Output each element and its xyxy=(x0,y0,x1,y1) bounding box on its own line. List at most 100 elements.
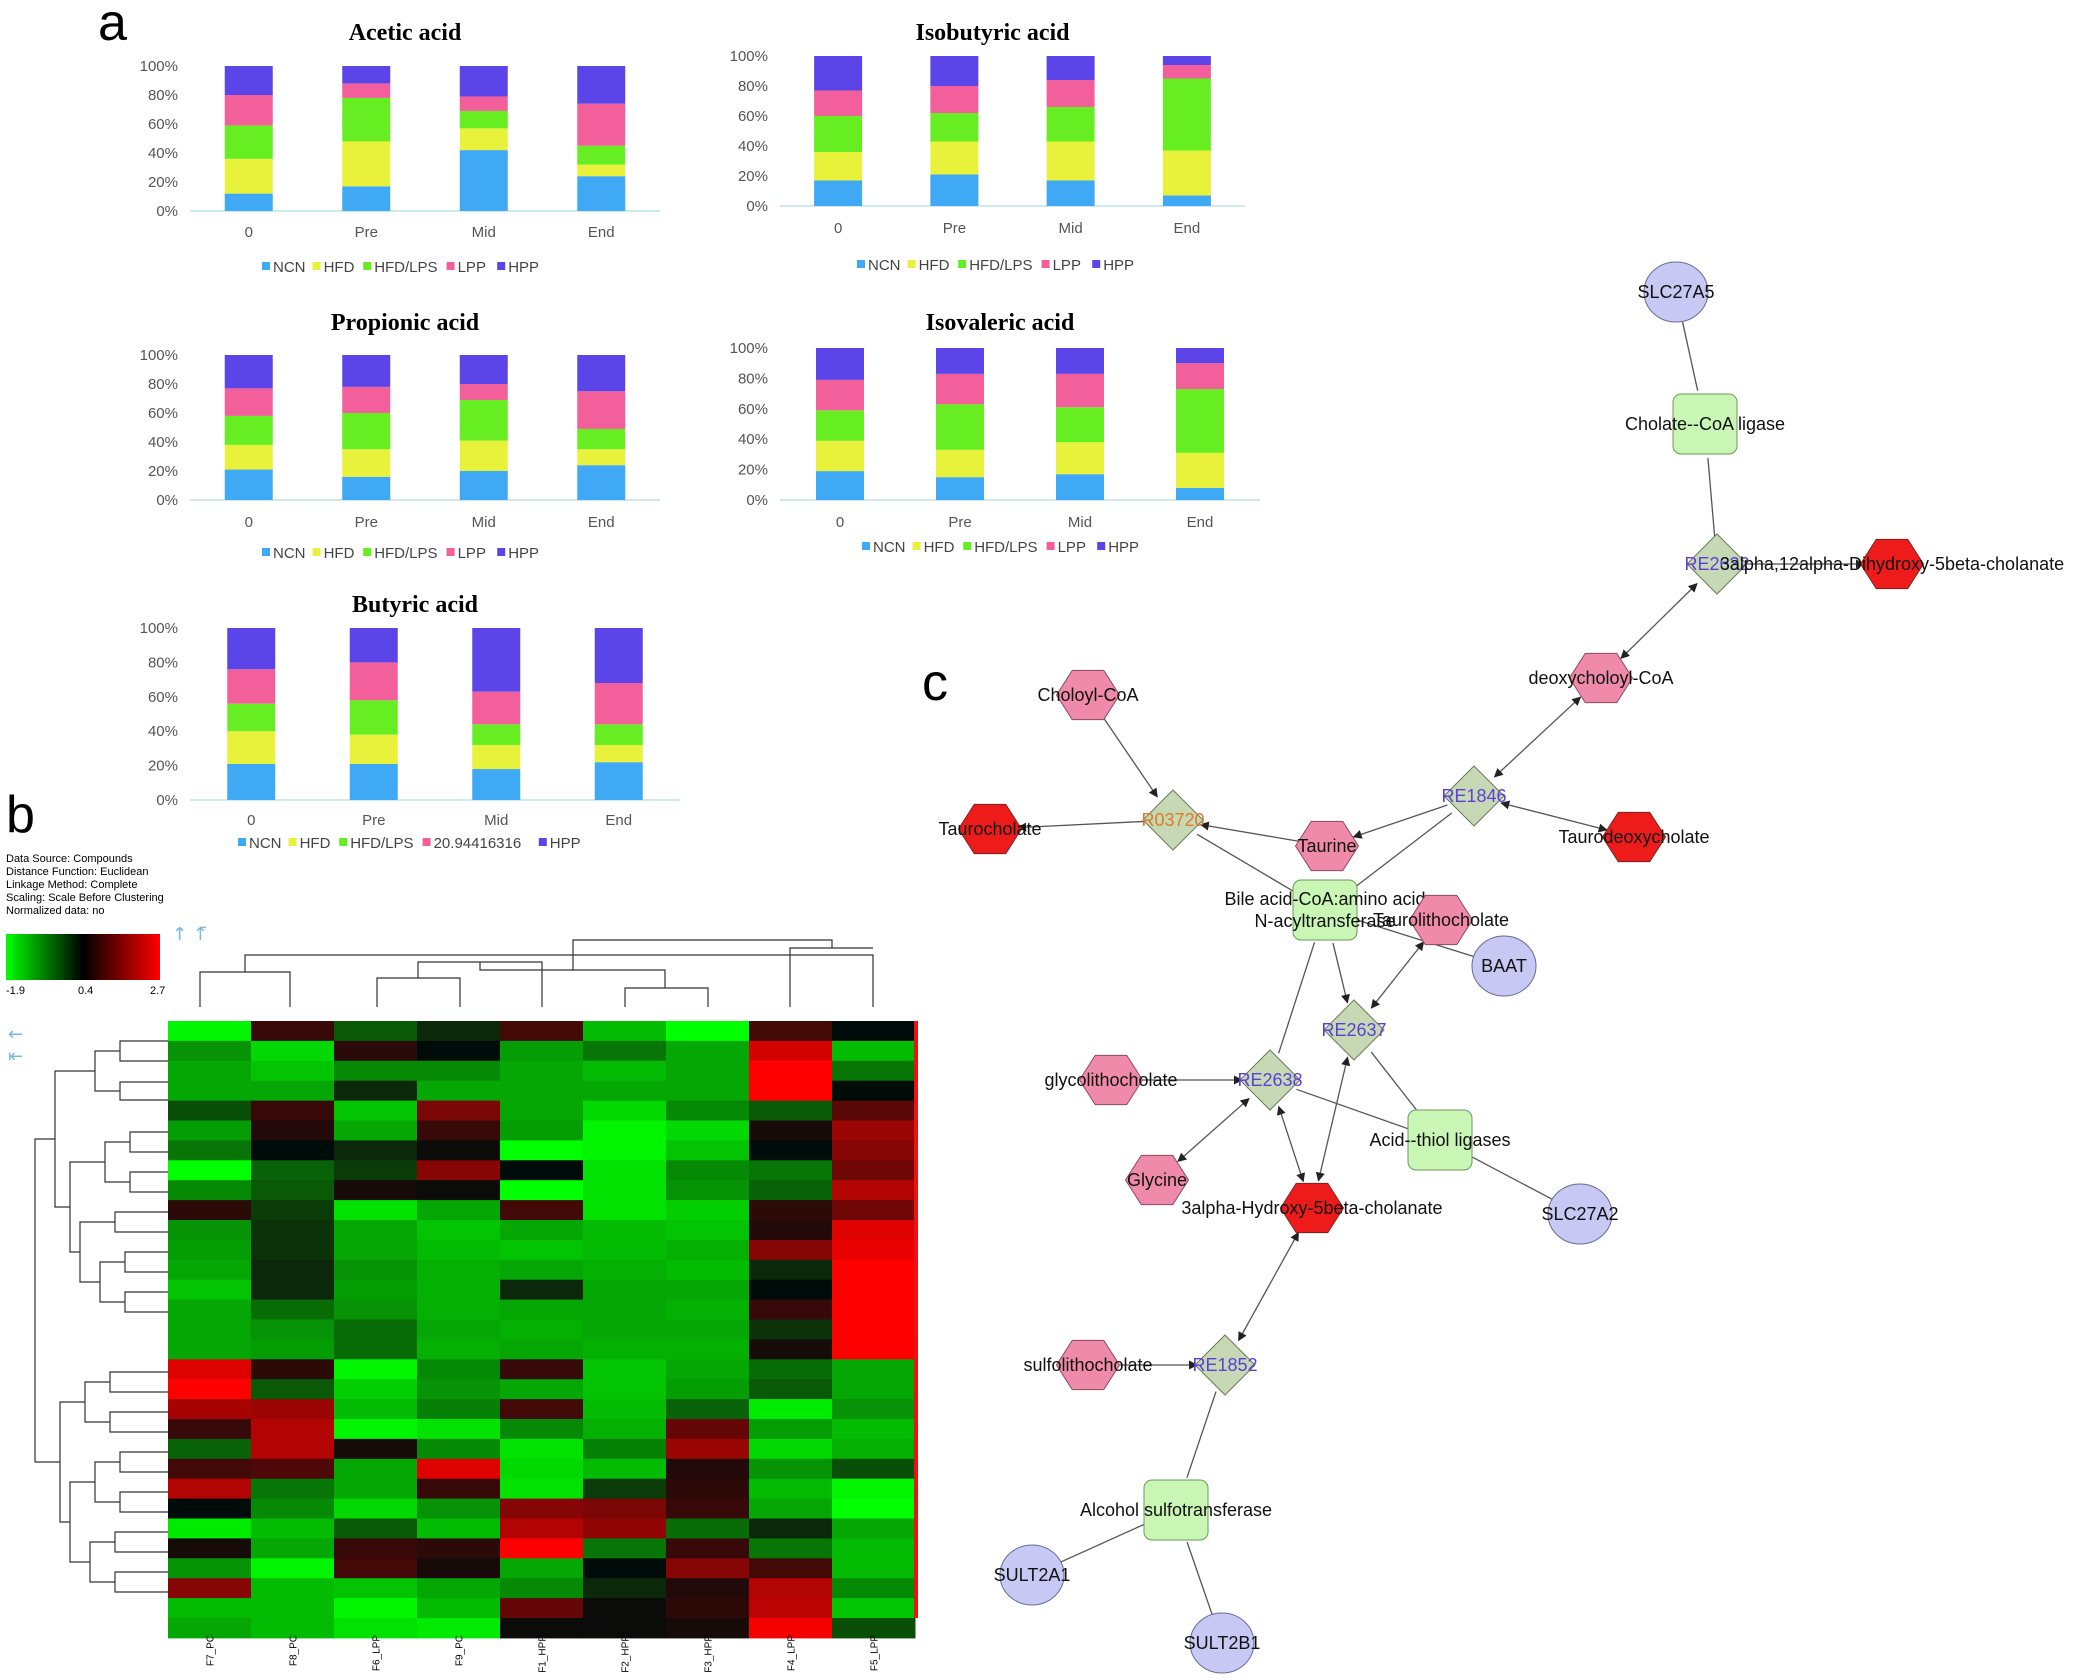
heatmap-cell xyxy=(749,1239,833,1261)
legend-label: HPP xyxy=(508,545,539,562)
node-alcohol-sulfo[interactable]: Alcohol sulfotransferase xyxy=(1080,1479,1272,1541)
heatmap-cell xyxy=(168,1538,252,1559)
heatmap-cell xyxy=(168,1160,252,1181)
edge-deoxycholoyl-coa-re1846 xyxy=(1493,696,1582,778)
heatmap-cell xyxy=(583,1299,667,1320)
bar-segment-hfd xyxy=(224,444,273,470)
info-line-data-source: Data Source: Compounds xyxy=(6,853,133,865)
edge-re2637-hydroxy xyxy=(1315,1056,1351,1182)
heatmap-cell xyxy=(583,1239,667,1261)
node-re2632[interactable]: RE2632 xyxy=(1684,533,1750,595)
node-slc27a5[interactable]: SLC27A5 xyxy=(1637,261,1715,323)
node-slc27a2[interactable]: SLC27A2 xyxy=(1541,1183,1619,1245)
bar-segment-ncn xyxy=(577,176,626,211)
bar-segment-lpp xyxy=(472,691,521,725)
bar-segment-hfd xyxy=(577,449,626,466)
heatmap-cell xyxy=(749,1438,833,1460)
x-tick-label: End xyxy=(1174,220,1201,237)
node-re2638[interactable]: RE2638 xyxy=(1237,1049,1303,1111)
heatmap-column-label: F8_PC xyxy=(289,1635,300,1666)
heatmap-cell xyxy=(251,1498,335,1519)
node-bile-acid-enzyme[interactable]: Bile acid-CoA:amino acidN-acyltransferas… xyxy=(1224,879,1426,941)
node-label: Glycine xyxy=(1127,1170,1187,1190)
node-acid-thiol[interactable]: Acid--thiol ligases xyxy=(1369,1109,1511,1171)
reaction-diamond xyxy=(1323,999,1385,1061)
legend-swatch xyxy=(912,542,921,550)
node-taurine[interactable]: Taurine xyxy=(1294,820,1360,872)
node-label: sulfolithocholate xyxy=(1023,1355,1152,1375)
node-baat[interactable]: BAAT xyxy=(1471,935,1537,997)
heatmap-cell xyxy=(168,1279,252,1301)
heatmap-cell xyxy=(251,1518,335,1539)
node-re1852[interactable]: RE1852 xyxy=(1192,1334,1258,1396)
panel-label-c: c xyxy=(922,654,948,712)
heatmap-cell xyxy=(251,1458,335,1480)
node-deoxycholoyl-coa[interactable]: deoxycholoyl-CoA xyxy=(1528,652,1674,704)
node-glycolithocholate[interactable]: glycolithocholate xyxy=(1044,1054,1178,1106)
heatmap-cell xyxy=(168,1578,252,1599)
node-taurolithocholate[interactable]: Taurolithocholate xyxy=(1373,894,1509,946)
heatmap-cell xyxy=(749,1040,833,1062)
heatmap-cell xyxy=(334,1379,418,1400)
node-re1846[interactable]: RE1846 xyxy=(1441,765,1507,827)
column-sort-arrows-icon[interactable]: ↑ ↑̄ xyxy=(172,924,208,945)
heatmap-cell xyxy=(168,1021,252,1042)
heatmap-cell xyxy=(666,1021,750,1042)
heatmap-cell xyxy=(749,1399,833,1420)
heatmap-cell xyxy=(168,1478,252,1500)
heatmap-cell xyxy=(500,1299,584,1320)
heatmap-cell xyxy=(832,1220,916,1241)
bar-segment-lpp xyxy=(936,373,984,405)
metabolite-hexagon-red xyxy=(1601,811,1667,863)
node-re2637[interactable]: RE2637 xyxy=(1321,999,1387,1061)
x-tick-label: Mid xyxy=(472,514,496,531)
heatmap-cell xyxy=(666,1239,750,1261)
node-sult2a1[interactable]: SULT2A1 xyxy=(994,1544,1071,1606)
heatmap-cell xyxy=(832,1359,916,1380)
node-glycine[interactable]: Glycine xyxy=(1124,1154,1190,1206)
y-tick-label: 80% xyxy=(738,78,768,95)
node-label: BAAT xyxy=(1481,956,1527,976)
node-r03720[interactable]: R03720 xyxy=(1141,789,1205,851)
heatmap-cell xyxy=(666,1618,750,1639)
heatmap-cell xyxy=(251,1040,335,1062)
node-sult2b1[interactable]: SULT2B1 xyxy=(1184,1612,1261,1674)
node-label: RE1852 xyxy=(1192,1355,1257,1375)
bar-segment-hfd-lps xyxy=(227,703,276,732)
y-tick-label: 0% xyxy=(746,492,768,509)
node-dihydroxy[interactable]: 3alpha,12alpha-Dihydroxy-5beta-cholanate xyxy=(1720,538,2064,590)
row-collapse-arrow-icon[interactable]: ← xyxy=(8,1024,23,1045)
bar-segment-hpp xyxy=(1046,56,1095,80)
node-taurodeoxycholate[interactable]: Taurodeoxycholate xyxy=(1558,811,1710,863)
node-label: Taurolithocholate xyxy=(1373,910,1509,930)
bar-segment-lpp xyxy=(814,90,863,116)
heatmap-cell xyxy=(749,1120,833,1141)
heatmap-cell xyxy=(666,1259,750,1281)
node-taurocholate[interactable]: Taurocholate xyxy=(938,803,1042,855)
row-expand-arrow-icon[interactable]: ⇤ xyxy=(8,1046,23,1067)
x-tick-label: End xyxy=(588,514,615,531)
edge-re2638-glycine xyxy=(1177,1097,1250,1163)
heatmap-cell xyxy=(666,1518,750,1539)
legend-swatch xyxy=(446,548,455,556)
bar-segment-hpp xyxy=(472,628,521,692)
node-sulfolithocholate[interactable]: sulfolithocholate xyxy=(1023,1339,1153,1391)
node-cholate-coa-ligase[interactable]: Cholate--CoA ligase xyxy=(1625,393,1785,455)
chart-title: Isovaleric acid xyxy=(926,310,1075,336)
info-line-linkage: Linkage Method: Complete xyxy=(6,879,137,891)
y-tick-label: 0% xyxy=(156,203,178,220)
bar-segment-hfd-lps xyxy=(930,113,979,142)
legend-label: HFD/LPS xyxy=(374,259,437,276)
metabolite-hexagon-pink xyxy=(1078,1054,1144,1106)
node-choloyl-coa[interactable]: Choloyl-CoA xyxy=(1037,669,1139,721)
bar-segment-hpp xyxy=(349,628,398,663)
heatmap-cell xyxy=(500,1140,584,1161)
legend-label: LPP xyxy=(1053,257,1081,274)
heatmap-cell xyxy=(749,1279,833,1301)
bar-segment-hpp xyxy=(224,355,273,389)
node-hydroxy[interactable]: 3alpha-Hydroxy-5beta-cholanate xyxy=(1181,1182,1443,1234)
legend-label: HFD/LPS xyxy=(374,545,437,562)
edge-hydroxy-re1852 xyxy=(1238,1231,1299,1342)
enzyme-box xyxy=(1672,393,1738,455)
heatmap-cell xyxy=(500,1399,584,1420)
